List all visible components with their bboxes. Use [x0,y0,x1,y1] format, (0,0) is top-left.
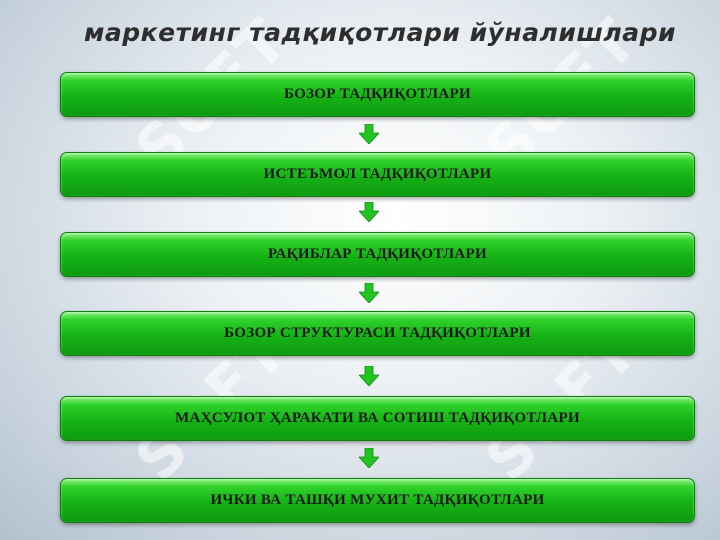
down-arrow-icon [359,202,379,222]
step-label: ИСТЕЪМОЛ ТАДҚИҚОТЛАРИ [263,166,492,182]
step-market-structure-research: БОЗОР СТРУКТУРАСИ ТАДҚИҚОТЛАРИ [60,311,695,356]
step-label: БОЗОР ТАДҚИҚОТЛАРИ [284,86,471,102]
diagram-title: маркетинг тадқиқотлари йўналишлари [83,18,677,47]
step-label: БОЗОР СТРУКТУРАСИ ТАДҚИҚОТЛАРИ [224,325,531,341]
step-competitor-research: РАҚИБЛАР ТАДҚИҚОТЛАРИ [60,232,695,277]
down-arrow-icon [359,366,379,386]
step-product-sales-research: МАҲСУЛОТ ҲАРАКАТИ ВА СОТИШ ТАДҚИҚОТЛАРИ [60,396,695,441]
step-label: ИЧКИ ВА ТАШҚИ МУХИТ ТАДҚИҚОТЛАРИ [210,492,545,508]
step-market-research: БОЗОР ТАДҚИҚОТЛАРИ [60,72,695,117]
step-label: РАҚИБЛАР ТАДҚИҚОТЛАРИ [268,246,487,262]
down-arrow-icon [359,448,379,468]
step-consumer-research: ИСТЕЪМОЛ ТАДҚИҚОТЛАРИ [60,152,695,197]
down-arrow-icon [359,283,379,303]
down-arrow-icon [359,124,379,144]
step-label: МАҲСУЛОТ ҲАРАКАТИ ВА СОТИШ ТАДҚИҚОТЛАРИ [175,410,580,426]
step-environment-research: ИЧКИ ВА ТАШҚИ МУХИТ ТАДҚИҚОТЛАРИ [60,478,695,523]
